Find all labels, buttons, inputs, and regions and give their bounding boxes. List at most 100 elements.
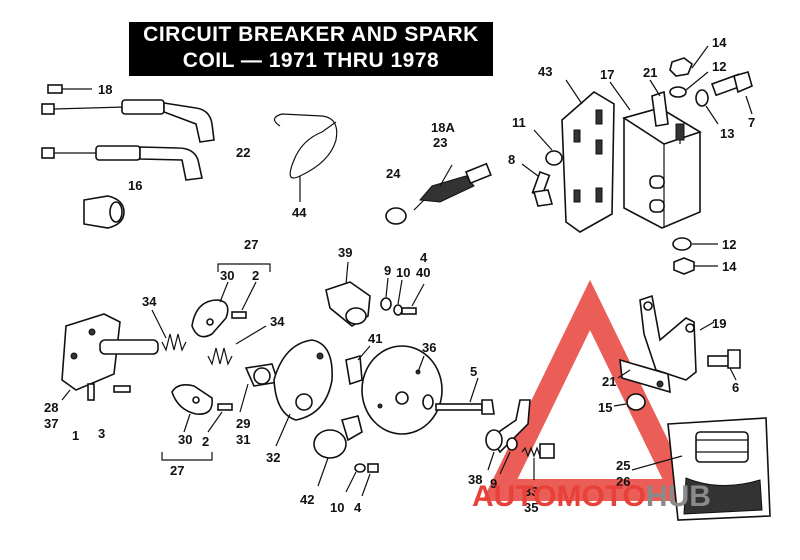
part-38-bracket — [485, 399, 531, 471]
part-28-advance-plate — [61, 313, 159, 401]
label-2-top: 2 — [252, 268, 259, 283]
label-22: 22 — [236, 145, 250, 160]
label-2-bottom: 2 — [202, 434, 209, 449]
part-30-weight-top — [191, 281, 229, 338]
part-5-screw — [435, 377, 495, 415]
watermark-moto: MOTO — [556, 480, 645, 513]
label-28: 28 — [44, 400, 58, 415]
part-21-plate-bottom — [617, 358, 671, 394]
part-12-washer-top — [669, 71, 709, 98]
part-36-cover-plate — [361, 345, 443, 435]
label-27-top: 27 — [244, 237, 258, 252]
part-21-plate-top — [649, 79, 669, 127]
label-10-lower: 10 — [330, 500, 344, 515]
part-13-lockwasher — [695, 89, 719, 125]
label-18: 18 — [98, 82, 112, 97]
label-29: 29 — [236, 416, 250, 431]
label-16: 16 — [128, 178, 142, 193]
part-43-bracket — [561, 79, 615, 233]
label-8: 8 — [508, 152, 515, 167]
label-35: 35 — [524, 500, 538, 515]
title-line-1: CIRCUIT BREAKER AND SPARK — [143, 23, 479, 46]
label-44: 44 — [292, 205, 307, 220]
part-19-bracket — [639, 294, 715, 381]
label-4-lower: 4 — [354, 500, 362, 515]
part-16-boot — [83, 195, 125, 229]
part-4-screw-upper — [401, 283, 425, 315]
part-33-plug — [521, 443, 555, 480]
part-8-bolt — [521, 163, 554, 207]
part-25-emblem — [631, 417, 771, 521]
part-2-pin-bottom — [207, 403, 233, 433]
label-23: 23 — [433, 135, 447, 150]
watermark-hub: HUB — [646, 480, 711, 513]
part-30-weight-bottom — [171, 384, 213, 433]
part-7-bolt — [710, 71, 753, 115]
label-10-upper: 10 — [396, 265, 410, 280]
label-13: 13 — [720, 126, 734, 141]
label-3: 3 — [98, 426, 105, 441]
label-39: 39 — [338, 245, 352, 260]
label-14-top: 14 — [712, 35, 727, 50]
label-26: 26 — [616, 474, 630, 489]
label-25: 25 — [616, 458, 630, 473]
part-3-pin — [113, 385, 131, 393]
label-21-top: 21 — [643, 65, 657, 80]
label-36: 36 — [422, 340, 436, 355]
diagram-title: CIRCUIT BREAKER AND SPARK COIL — 1971 TH… — [129, 22, 493, 76]
label-15: 15 — [598, 400, 612, 415]
label-9-lower: 9 — [490, 476, 497, 491]
part-34-spring-right — [207, 325, 267, 366]
part-15-nut — [613, 393, 646, 411]
label-42: 42 — [300, 492, 314, 507]
label-12-bottom: 12 — [722, 237, 736, 252]
label-34-right: 34 — [270, 314, 285, 329]
label-17: 17 — [600, 67, 614, 82]
label-43: 43 — [538, 64, 552, 79]
part-6-bolt — [707, 349, 741, 381]
bracket-27-top — [217, 263, 271, 272]
label-24: 24 — [386, 166, 401, 181]
label-34-left: 34 — [142, 294, 157, 309]
part-44-wire — [273, 113, 338, 202]
part-14-nut-bottom — [673, 257, 718, 275]
label-12-top: 12 — [712, 59, 726, 74]
title-line-2: COIL — 1971 THRU 1978 — [182, 49, 440, 72]
part-12-washer-bottom — [672, 237, 718, 251]
label-38: 38 — [468, 472, 482, 487]
label-31: 31 — [236, 432, 250, 447]
part-9-washer-lower — [499, 437, 518, 475]
watermark-text: AUTOMOTOHUB — [472, 480, 711, 513]
part-24-washer — [385, 207, 407, 225]
label-5: 5 — [470, 364, 477, 379]
part-39-condenser — [325, 261, 371, 327]
part-18-terminal — [47, 84, 92, 94]
part-23-spark-plug — [413, 162, 492, 211]
harley-davidson-logo-icon — [695, 431, 749, 463]
label-9-upper: 9 — [384, 263, 391, 278]
part-11-washer — [533, 129, 563, 166]
part-29-connector — [239, 363, 280, 413]
label-30-top: 30 — [220, 268, 234, 283]
part-34-spring-left — [151, 309, 187, 352]
part-4-screw-lower — [361, 463, 379, 497]
part-32-breaker-plate — [273, 339, 333, 447]
part-14-nut-top — [669, 45, 709, 77]
label-27-bottom: 27 — [170, 463, 184, 478]
part-9-washer-upper — [380, 277, 392, 311]
label-19: 19 — [712, 316, 726, 331]
bracket-27-bottom — [161, 452, 213, 461]
part-22-spark-plug-cables — [41, 99, 215, 181]
part-washer-mid — [422, 394, 434, 410]
label-7: 7 — [748, 115, 755, 130]
part-1-pin — [87, 383, 95, 401]
label-32: 32 — [266, 450, 280, 465]
label-30-bottom: 30 — [178, 432, 192, 447]
label-40: 40 — [416, 265, 430, 280]
part-10-lockwasher-upper — [393, 279, 403, 316]
part-42-condenser — [313, 415, 363, 487]
watermark-auto: AUTO — [472, 480, 556, 513]
part-41-clip — [345, 345, 371, 386]
